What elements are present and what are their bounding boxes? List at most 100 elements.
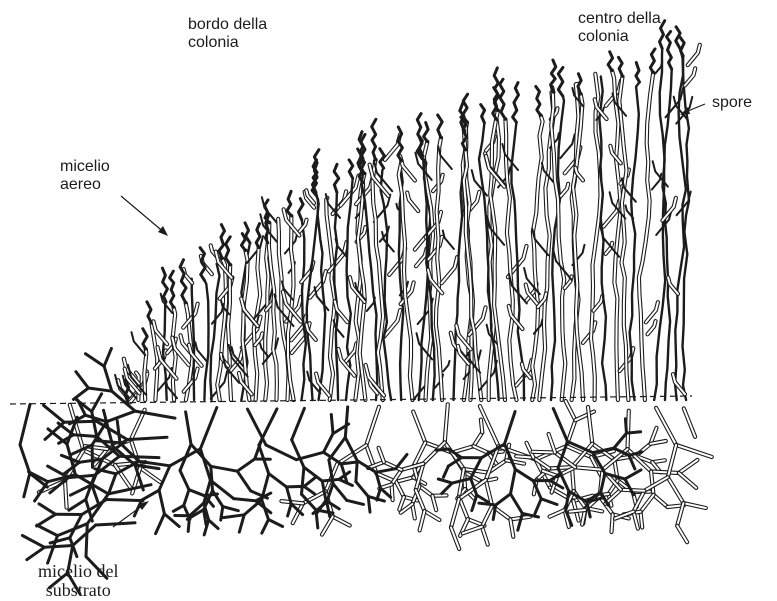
substrate-hypha-core — [474, 432, 483, 446]
substrate-hypha — [566, 491, 569, 510]
aerial-mycelium-label-line2: aereo — [60, 176, 110, 194]
substrate-hypha — [625, 419, 626, 433]
substrate-hypha — [27, 547, 45, 559]
spore-chain — [143, 329, 147, 349]
substrate-hypha-core — [549, 434, 555, 453]
spore-chain — [200, 248, 205, 281]
spore-chain — [558, 68, 563, 97]
substrate-hypha — [109, 474, 116, 492]
aerial-hypha — [302, 220, 306, 400]
substrate-hypha — [376, 469, 396, 473]
substrate-hypha — [331, 415, 333, 434]
substrate-mycelium-label-line2: substrato — [38, 581, 118, 600]
substrate-hypha-core — [413, 412, 425, 443]
substrate-hypha-core — [425, 511, 440, 520]
substrate-hypha-core — [677, 526, 687, 542]
substrate-hypha — [159, 466, 170, 490]
substrate-hypha — [88, 388, 111, 391]
aerial-hypha — [680, 49, 689, 400]
substrate-hypha — [48, 429, 67, 444]
spore-chain — [417, 136, 422, 159]
substrate-hypha — [396, 454, 407, 468]
substrate-hypha — [184, 490, 189, 506]
substrate-hypha — [234, 499, 256, 501]
substrate-hypha — [262, 520, 269, 534]
substrate-hypha-core — [396, 482, 404, 497]
spore-chain — [680, 37, 684, 56]
aerial-branch — [443, 231, 454, 250]
substrate-hypha — [37, 514, 56, 526]
spore-chain — [147, 302, 152, 323]
aerial-mycelium-hyphae — [115, 45, 700, 403]
substrate-hypha — [104, 348, 111, 366]
substrate-hypha — [438, 479, 452, 483]
substrate-hypha — [479, 503, 496, 505]
aerial-mycelium-arrow — [121, 196, 166, 234]
colony-center-label-line1: centro della — [578, 10, 661, 28]
substrate-hypha — [76, 372, 89, 388]
substrate-hypha — [211, 466, 238, 471]
substrate-hypha-core — [322, 517, 333, 535]
aerial-hypha — [334, 192, 338, 400]
spore-chain — [162, 268, 167, 302]
substrate-hypha — [237, 459, 254, 471]
aerial-branch — [653, 161, 668, 186]
substrate-hypha — [322, 479, 339, 481]
substrate-hypha — [92, 412, 97, 437]
substrate-hypha — [515, 469, 533, 481]
spore-chain — [608, 52, 613, 71]
substrate-hypha-core — [644, 477, 668, 491]
substrate-hypha — [614, 433, 627, 448]
substrate-hypha — [64, 421, 97, 422]
substrate-hypha — [44, 405, 65, 422]
substrate-hypha — [237, 471, 250, 491]
substrate-hypha — [180, 471, 189, 490]
spore-chain — [513, 83, 519, 123]
substrate-hypha-core — [550, 510, 565, 517]
substrate-hypha — [239, 515, 244, 532]
substrate-hypha — [73, 435, 96, 437]
substrate-hypha — [356, 482, 368, 497]
substrate-hypha — [20, 404, 30, 444]
substrate-hypha — [69, 500, 86, 511]
aerial-branch — [443, 361, 449, 371]
spore-chain — [334, 164, 339, 192]
spore-chain — [256, 224, 260, 248]
substrate-surface-line — [10, 396, 692, 404]
aerial-hypha-core — [269, 223, 277, 400]
substrate-hypha — [436, 449, 449, 450]
substrate-hypha-core — [679, 460, 698, 473]
substrate-hypha-core — [366, 407, 379, 446]
substrate-hypha — [511, 469, 516, 494]
substrate-hypha — [134, 500, 141, 516]
substrate-hypha — [627, 432, 641, 433]
substrate-hypha — [381, 488, 391, 497]
substrate-hypha — [304, 486, 315, 494]
substrate-hypha-core — [131, 410, 145, 440]
substrate-hypha — [443, 466, 448, 477]
substrate-hypha-core — [533, 452, 556, 453]
spore-chain — [650, 49, 655, 73]
spore-chain — [494, 68, 498, 111]
substrate-hypha — [186, 412, 191, 444]
substrate-hypha — [288, 504, 292, 516]
substrate-hypha-core — [474, 446, 489, 453]
aerial-hypha — [660, 49, 670, 400]
substrate-hypha-core — [140, 468, 160, 482]
substrate-hypha — [477, 495, 488, 502]
spore-chain — [619, 57, 623, 76]
substrate-hypha — [302, 467, 304, 494]
aerial-hypha — [204, 281, 208, 400]
substrate-hypha — [324, 434, 334, 453]
spore-chain — [287, 191, 291, 216]
spore-chain — [125, 380, 128, 402]
substrate-hypha — [45, 546, 73, 548]
substrate-hypha-core — [481, 420, 482, 433]
substrate-hypha-core — [668, 477, 684, 503]
spore-chain — [241, 234, 245, 251]
substrate-hypha — [259, 409, 277, 445]
substrate-hypha — [541, 499, 557, 505]
substrate-hypha-core — [482, 506, 492, 527]
